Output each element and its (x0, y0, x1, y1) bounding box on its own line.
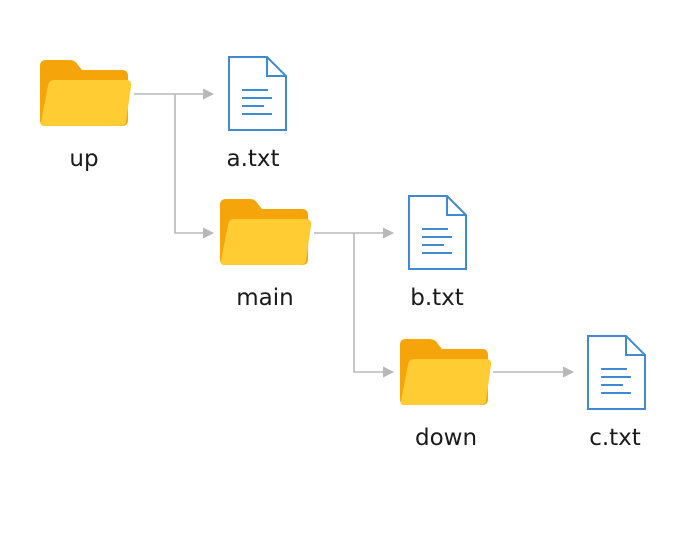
folder-label-down: down (414, 425, 478, 451)
text-file-icon[interactable] (228, 56, 287, 131)
file-label-a: a.txt (226, 146, 280, 172)
connectors (134, 88, 575, 378)
folder-label-up: up (69, 146, 99, 172)
folder-icon[interactable] (40, 60, 132, 126)
folder-icon[interactable] (220, 199, 312, 265)
folder-label-main: main (236, 285, 294, 311)
text-file-icon[interactable] (408, 195, 467, 270)
folder-icon[interactable] (400, 339, 492, 405)
file-label-c: c.txt (589, 425, 641, 451)
edge-main-to-down (353, 233, 395, 378)
text-file-icon[interactable] (587, 335, 646, 410)
edge-up-to-main (174, 94, 215, 239)
file-label-b: b.txt (410, 285, 464, 311)
